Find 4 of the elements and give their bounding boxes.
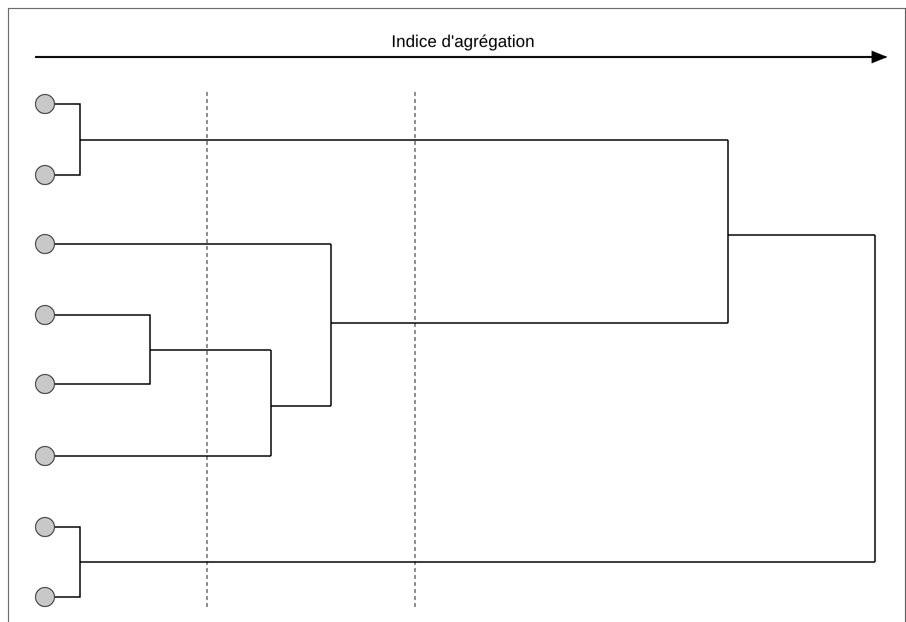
dendrogram-branch [55,103,81,176]
dendrogram-branch [55,526,81,598]
axis-title: Indice d'agrégation [391,32,535,52]
dendrogram-branch [55,314,151,385]
